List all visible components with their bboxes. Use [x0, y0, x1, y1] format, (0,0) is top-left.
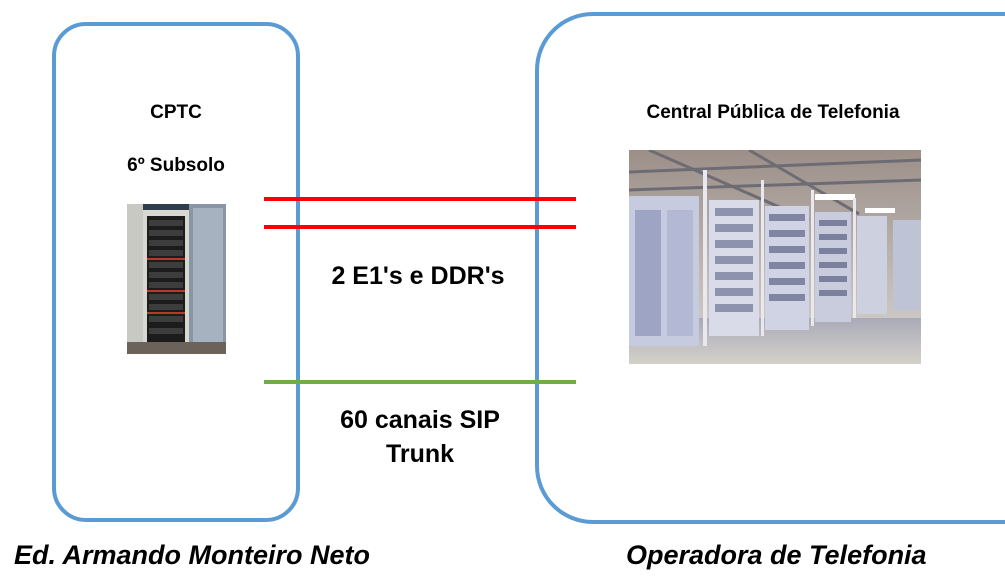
e1-line-bottom	[264, 225, 576, 229]
cptc-title: CPTC	[150, 102, 202, 123]
cptc-location: 6º Subsolo	[127, 155, 225, 176]
sip-link-label-line2: Trunk	[385, 440, 455, 468]
telephone-exchange-image	[629, 150, 921, 364]
e1-line-top	[264, 197, 576, 201]
e1-link-label: 2 E1's e DDR's	[331, 262, 505, 290]
sip-link-label-line1: 60 canais SIP	[340, 406, 500, 434]
central-title: Central Pública de Telefonia	[646, 102, 900, 123]
equipment-rack-image	[127, 204, 226, 354]
operator-caption: Operadora de Telefonia	[626, 540, 927, 570]
building-caption: Ed. Armando Monteiro Neto	[14, 540, 370, 570]
sip-trunk-line	[264, 380, 576, 384]
